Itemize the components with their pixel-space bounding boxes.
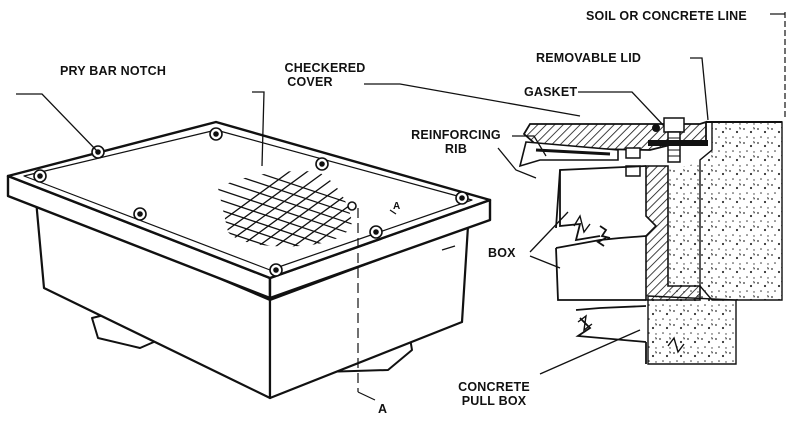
gasket-section	[648, 124, 708, 146]
label-concrete-pull-box-line2: PULL BOX	[461, 394, 527, 408]
cover-bolts	[33, 127, 469, 277]
label-reinforcing-rib-line1: REINFORCING	[411, 128, 501, 142]
cover-inner-edge	[23, 129, 473, 271]
bolt-icon	[209, 127, 223, 141]
checkered-mesh	[218, 170, 352, 247]
reinforcing-rib-section	[518, 141, 619, 168]
bolt-icon	[455, 191, 469, 205]
box-wall-section	[645, 165, 701, 301]
concrete-fill-mid	[668, 160, 712, 300]
label-section-a-top: A	[393, 201, 401, 212]
bolt-icon	[133, 207, 147, 221]
bolt-icon	[369, 225, 383, 239]
box-3d	[6, 120, 492, 400]
leader-lines-right	[364, 57, 709, 375]
bolt-icon	[347, 201, 357, 211]
bolt-detail	[625, 117, 685, 177]
label-checkered-cover-line1: CHECKERED	[284, 61, 366, 75]
label-concrete-pull-box-line1: CONCRETE	[458, 380, 530, 394]
rib-hatch	[535, 148, 611, 156]
leader-lines-left	[16, 91, 456, 251]
label-checkered-cover-line2: COVER	[287, 75, 333, 89]
section-line-a	[357, 208, 397, 401]
concrete-pull-box-section	[647, 295, 737, 365]
bolt-icon	[269, 263, 283, 277]
label-reinforcing-rib-line2: RIB	[444, 142, 468, 156]
label-soil-or-concrete-line: SOIL OR CONCRETE LINE	[586, 9, 747, 23]
bolt-icon	[315, 157, 329, 171]
ground-section	[706, 12, 786, 123]
label-gasket: GASKET	[524, 85, 578, 99]
break-marks	[573, 214, 685, 354]
label-box: BOX	[488, 246, 516, 260]
label-section-a-bottom: A	[378, 402, 388, 416]
label-pry-bar-notch: PRY BAR NOTCH	[60, 64, 167, 78]
label-removable-lid: REMOVABLE LID	[536, 51, 642, 65]
box-section-outline	[555, 165, 647, 364]
concrete-fill-upper	[699, 121, 783, 301]
bolt-icon	[33, 169, 47, 183]
